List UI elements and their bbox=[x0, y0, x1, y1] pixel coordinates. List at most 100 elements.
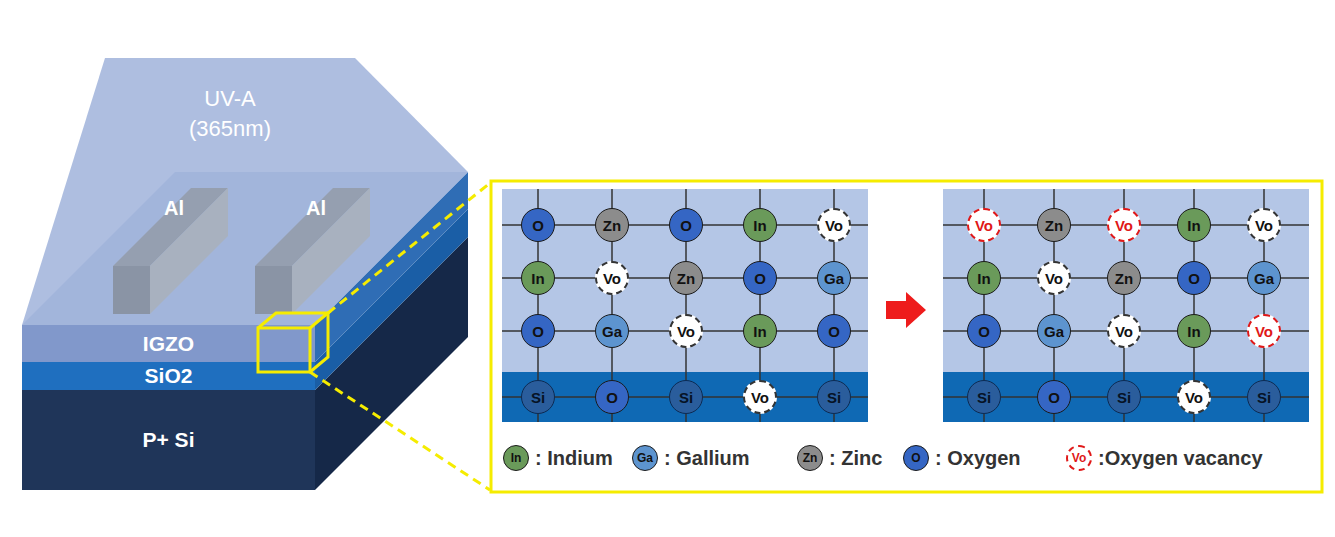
lattice-stub bbox=[943, 330, 967, 332]
node-label: IGZO bbox=[143, 332, 194, 356]
lattice-bond bbox=[1001, 330, 1037, 332]
atom-symbol: O bbox=[532, 323, 544, 340]
atom-circle: Vo bbox=[1037, 261, 1071, 295]
lattice-bond bbox=[611, 295, 613, 314]
lattice-bond bbox=[555, 224, 595, 226]
lattice-stub bbox=[1193, 348, 1195, 372]
lattice-stub bbox=[1263, 189, 1265, 208]
atom-circle: In bbox=[743, 314, 777, 348]
legend-text: : Gallium bbox=[664, 447, 750, 470]
lattice-stub bbox=[833, 348, 835, 372]
legend-symbol: O bbox=[911, 451, 920, 465]
atom-circle: Vo bbox=[743, 380, 777, 414]
atom-symbol: Zn bbox=[1045, 217, 1063, 234]
node-label: SiO2 bbox=[145, 364, 193, 388]
zoom-panel bbox=[491, 181, 1322, 492]
atom-symbol: O bbox=[1048, 389, 1060, 406]
zoom-leader bbox=[310, 372, 490, 490]
legend-entry: Vo:Oxygen vacancy bbox=[1066, 445, 1263, 471]
lattice-stub bbox=[983, 414, 985, 422]
lattice-stubs bbox=[502, 189, 1309, 422]
lattice-bond bbox=[1123, 242, 1125, 261]
atom-symbol: Ga bbox=[824, 270, 844, 287]
atom-circle: O bbox=[743, 261, 777, 295]
atom-symbol: In bbox=[1187, 217, 1200, 234]
node-label: Al bbox=[164, 197, 184, 220]
atom-symbol: Vo bbox=[825, 217, 843, 234]
lattice-bond bbox=[629, 277, 669, 279]
lattice-stub bbox=[1123, 372, 1125, 380]
oxide-front bbox=[22, 362, 315, 390]
legend-text: :Oxygen vacancy bbox=[1098, 447, 1263, 470]
layer-band: SiO2 bbox=[22, 362, 315, 390]
node-label: P+ Si bbox=[143, 428, 195, 452]
atom-circle: In bbox=[521, 261, 555, 295]
lattice-stub bbox=[537, 372, 539, 380]
atom-circle: Vo bbox=[595, 261, 629, 295]
atom-symbol: Ga bbox=[602, 323, 622, 340]
lattice-bond bbox=[1141, 277, 1177, 279]
lattice-bond bbox=[1071, 277, 1107, 279]
lattice-bond bbox=[629, 330, 669, 332]
atom-symbol: Vo bbox=[1255, 323, 1273, 340]
lattice-bond bbox=[629, 396, 669, 398]
atom-symbol: O bbox=[978, 323, 990, 340]
lattice-stub bbox=[1123, 414, 1125, 422]
legend-swatch: In bbox=[503, 445, 529, 471]
lattice-bond bbox=[537, 295, 539, 314]
atom-circle: In bbox=[743, 208, 777, 242]
atom-symbol: In bbox=[753, 323, 766, 340]
lattice-stub bbox=[759, 189, 761, 208]
lattice-bond bbox=[983, 295, 985, 314]
atom-circle: Si bbox=[817, 380, 851, 414]
oxide-lattice-ground bbox=[943, 372, 1309, 422]
lattice-bond bbox=[983, 242, 985, 261]
lattice-stub bbox=[851, 396, 868, 398]
atom-symbol: Vo bbox=[751, 389, 769, 406]
lattice-bond bbox=[1141, 396, 1177, 398]
lattice-stub bbox=[502, 277, 521, 279]
atom-circle: O bbox=[1037, 380, 1071, 414]
lattice-stub bbox=[759, 414, 761, 422]
atom-symbol: In bbox=[531, 270, 544, 287]
lattice-bond bbox=[833, 295, 835, 314]
atom-symbol: O bbox=[680, 217, 692, 234]
atom-symbol: Si bbox=[1117, 389, 1131, 406]
legend-text: : Oxygen bbox=[935, 447, 1021, 470]
atom-circle: Vo bbox=[817, 208, 851, 242]
electrode-front bbox=[113, 266, 150, 314]
lattice-bond bbox=[703, 277, 743, 279]
uv-light-cone bbox=[22, 58, 468, 325]
lattice-stub bbox=[1053, 372, 1055, 380]
lattice-bond bbox=[1193, 295, 1195, 314]
lattice-stub bbox=[1193, 189, 1195, 208]
atom-circle: Si bbox=[521, 380, 555, 414]
lattice-bond bbox=[1071, 330, 1107, 332]
atom-circle: Zn bbox=[595, 208, 629, 242]
lattice-stub bbox=[611, 414, 613, 422]
zoom-cube-side bbox=[310, 313, 328, 372]
lattice-stub bbox=[983, 348, 985, 372]
atom-symbol: Si bbox=[977, 389, 991, 406]
igzo-front bbox=[22, 325, 315, 362]
lattice-bond bbox=[777, 224, 817, 226]
lattice-stub bbox=[1053, 189, 1055, 208]
legend-entry: Ga: Gallium bbox=[632, 445, 750, 471]
atom-circle: O bbox=[595, 380, 629, 414]
legend-entry: O : Oxygen bbox=[903, 445, 1021, 471]
atom-symbol: Vo bbox=[1045, 270, 1063, 287]
lattice-bond bbox=[1053, 242, 1055, 261]
lattice-bond bbox=[1001, 277, 1037, 279]
atom-symbol: In bbox=[977, 270, 990, 287]
lattice-stub bbox=[1193, 414, 1195, 422]
lattice-bond bbox=[1263, 242, 1265, 261]
atom-symbol: Vo bbox=[603, 270, 621, 287]
atom-symbol: Ga bbox=[1254, 270, 1274, 287]
atom-symbol: O bbox=[606, 389, 618, 406]
atom-symbol: Zn bbox=[1115, 270, 1133, 287]
atom-circle: Ga bbox=[817, 261, 851, 295]
atom-circle: O bbox=[521, 208, 555, 242]
lattice-stub bbox=[1263, 372, 1265, 380]
lattice-bond bbox=[759, 242, 761, 261]
atom-symbol: Zn bbox=[677, 270, 695, 287]
